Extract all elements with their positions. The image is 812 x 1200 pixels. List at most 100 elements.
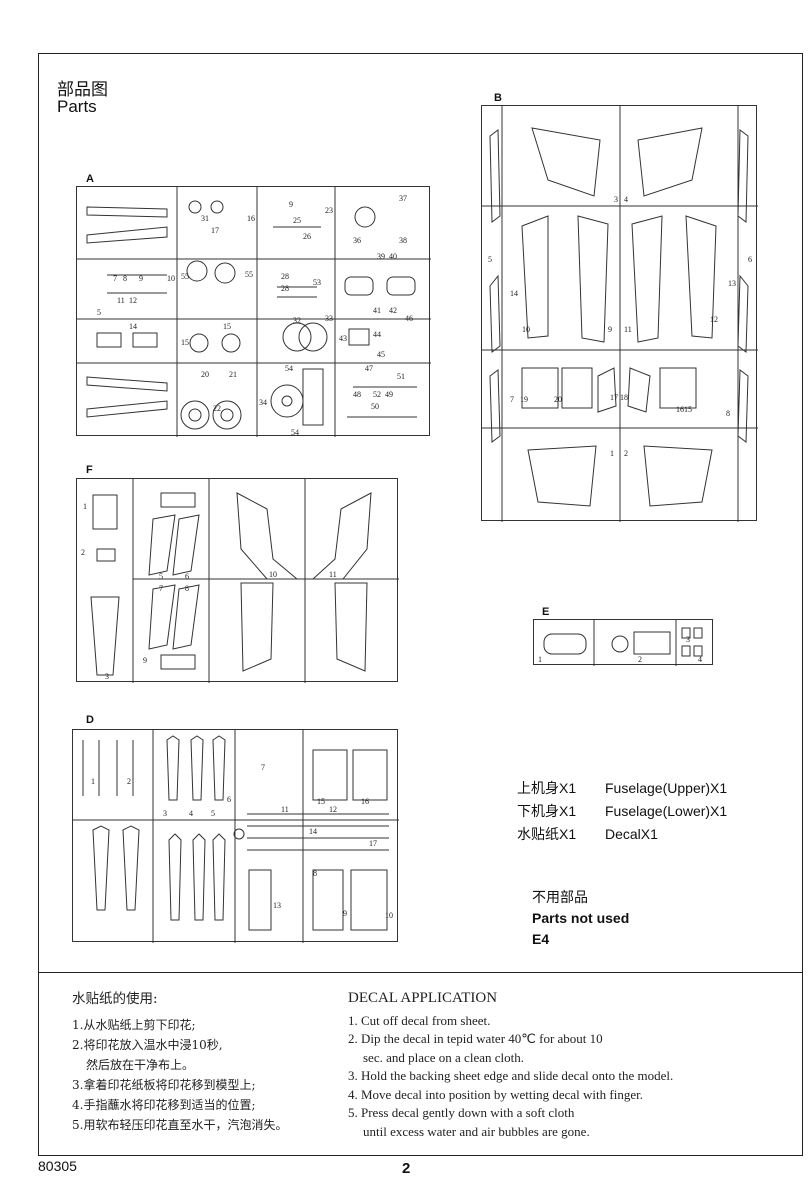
sprue-a-number: 10 [167, 274, 175, 283]
sprue-a-number: 5 [97, 308, 101, 317]
sprue-a-label: A [86, 173, 94, 185]
sprue-a-number: 38 [399, 236, 407, 245]
sprue-d-number: 7 [261, 763, 265, 772]
sprue-e-label: E [542, 606, 550, 618]
sprue-d-number: 11 [281, 805, 289, 814]
sprue-a-number: 21 [229, 370, 237, 379]
sprue-a-number: 8 [123, 274, 127, 283]
sprue-e-drawing: 1 2 3 4 [538, 620, 703, 666]
sprue-f-number: 8 [185, 584, 189, 593]
sprue-a-number: 25 [293, 216, 301, 225]
sprue-a-number: 22 [213, 404, 221, 413]
instruction-step: 4. Move decal into position by wetting d… [348, 1086, 643, 1102]
sprue-a-number: 41 [373, 306, 381, 315]
sprue-b-number: 19 [520, 395, 528, 404]
page-number: 2 [402, 1160, 411, 1177]
sprue-e-number: 4 [698, 655, 702, 664]
sprue-a-number: 54 [291, 428, 299, 437]
product-code: 80305 [38, 1158, 77, 1174]
sprue-f-number: 7 [159, 584, 163, 593]
sprue-a-number: 15 [223, 322, 231, 331]
sprue-a-number: 33 [325, 314, 333, 323]
sprue-b-number: 10 [522, 325, 530, 334]
sprue-d-number: 2 [127, 777, 131, 786]
sprue-f-number: 9 [143, 656, 147, 665]
instruction-step: 然后放在干净布上。 [86, 1058, 195, 1072]
sprue-a-number: 37 [399, 194, 407, 203]
sprue-b-number: 20 [554, 395, 562, 404]
instruction-step: 5. Press decal gently down with a soft c… [348, 1105, 575, 1120]
legend-cn: 下机身X1 [517, 803, 577, 819]
sprue-b-number: 18 [620, 393, 628, 402]
sprue-f: 1 2 3 5 6 7 8 9 10 11 [76, 478, 399, 683]
sprue-d-label: D [86, 714, 94, 726]
sprue-b-number: 6 [748, 255, 752, 264]
instruction-step: 2.将印花放入温水中浸10秒, [72, 1038, 223, 1052]
instruction-step: 2. Dip the decal in tepid water 40℃ for … [348, 1031, 603, 1046]
sprue-f-label: F [86, 464, 93, 476]
sprue-a-drawing: 31 16 17 9 25 23 37 26 36 38 55 55 10 7 … [77, 187, 431, 437]
parts-not-used: 不用部品 Parts not used E4 [532, 887, 629, 950]
sprue-b-number: 13 [728, 279, 736, 288]
decal-instructions-en: DECAL APPLICATION 1. Cut off decal from … [348, 989, 788, 1141]
sprue-e-number: 1 [538, 655, 542, 664]
legend-en: Fuselage(Lower)X1 [605, 803, 728, 819]
sprue-d-number: 9 [343, 909, 347, 918]
parts-not-used-en: Parts not used [532, 910, 630, 926]
sprue-a-number: 7 [113, 274, 117, 283]
instruction-step: 5.用软布轻压印花直至水干，汽泡消失。 [72, 1118, 288, 1132]
sprue-a-number: 34 [259, 398, 267, 407]
sprue-d-drawing: 1 2 3 4 5 6 7 8 9 10 11 12 13 14 15 16 1… [73, 730, 399, 943]
sprue-d-number: 3 [163, 809, 167, 818]
sprue-d-number: 10 [385, 911, 393, 920]
sprue-a-number: 14 [129, 322, 137, 331]
sprue-a-number: 23 [325, 206, 333, 215]
sprue-a-number: 55 [245, 270, 253, 279]
instruction-step: until excess water and air bubbles are g… [363, 1123, 590, 1139]
sprue-a-number: 55 [181, 272, 189, 281]
sprue-a-number: 49 [385, 390, 393, 399]
sprue-b-number: 3 [614, 195, 618, 204]
sprue-a: 31 16 17 9 25 23 37 26 36 38 55 55 10 7 … [76, 186, 431, 437]
section-divider [38, 972, 803, 973]
sprue-b-number: 8 [726, 409, 730, 418]
parts-not-used-list: E4 [532, 931, 550, 947]
sprue-a-number: 45 [377, 350, 385, 359]
sprue-e-number: 3 [686, 635, 690, 644]
sprue-a-number: 32 [293, 316, 301, 325]
sprue-b-drawing: 3 4 5 6 14 13 10 9 11 12 7 19 20 17 18 1… [482, 106, 758, 522]
sprue-f-number: 6 [185, 572, 189, 581]
sprue-a-number: 53 [313, 278, 321, 287]
sprue-f-number: 11 [329, 570, 337, 579]
sprue-a-number: 28 [281, 284, 289, 293]
sprue-a-number: 43 [339, 334, 347, 343]
sprue-a-number: 50 [371, 402, 379, 411]
sprue-a-number: 16 [247, 214, 255, 223]
sprue-a-number: 28 [281, 272, 289, 281]
sprue-b-number: 1 [610, 449, 614, 458]
sprue-f-drawing: 1 2 3 5 6 7 8 9 10 11 [81, 479, 399, 683]
sprue-f-number: 5 [159, 572, 163, 581]
sprue-f-number: 2 [81, 548, 85, 557]
sprue-a-number: 9 [139, 274, 143, 283]
page-frame [38, 53, 803, 1156]
sprue-a-number: 9 [289, 200, 293, 209]
sprue-d-number: 6 [227, 795, 231, 804]
sprue-b-number: 4 [624, 195, 628, 204]
parts-not-used-cn: 不用部品 [532, 889, 588, 905]
sprue-d-number: 13 [273, 901, 281, 910]
sprue-d-number: 8 [313, 869, 317, 878]
sprue-b-label: B [494, 92, 502, 104]
sprue-a-number: 51 [397, 372, 405, 381]
sprue-b-number: 15 [684, 405, 692, 414]
sprue-f-number: 1 [83, 502, 87, 511]
legend-cn: 水贴纸X1 [517, 826, 577, 842]
sprue-a-number: 36 [353, 236, 361, 245]
sprue-a-number: 12 [129, 296, 137, 305]
instruction-step: 3. Hold the backing sheet edge and slide… [348, 1068, 674, 1083]
sprue-d-number: 12 [329, 805, 337, 814]
sprue-b-number: 5 [488, 255, 492, 264]
sprue-b-number: 7 [510, 395, 514, 404]
sprue-b: 3 4 5 6 14 13 10 9 11 12 7 19 20 17 18 1… [481, 105, 758, 522]
legend-en: Fuselage(Upper)X1 [605, 780, 728, 796]
